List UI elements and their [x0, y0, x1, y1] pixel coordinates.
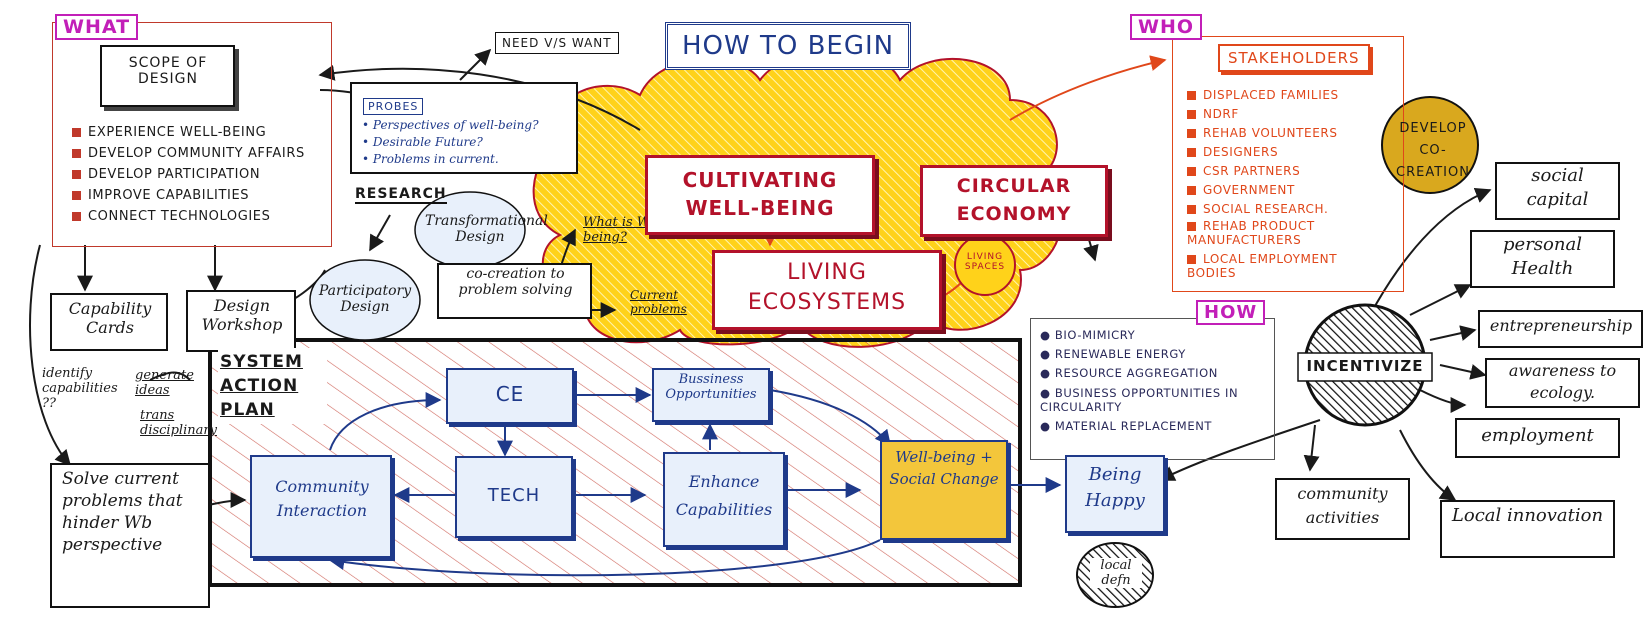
what-item: DEVELOP COMMUNITY AFFAIRS: [72, 143, 312, 164]
what-list: EXPERIENCE WELL-BEING DEVELOP COMMUNITY …: [72, 122, 312, 227]
living-ecosystems-text: LIVING ECOSYSTEMS: [747, 260, 907, 315]
who-tag: WHO: [1130, 14, 1203, 40]
awareness-text: awareness to ecology.: [1508, 361, 1617, 402]
how-list: ● BIO-MIMICRY ● RENEWABLE ENERGY ● RESOU…: [1040, 326, 1260, 436]
probes-list: • Perspectives of well-being? • Desirabl…: [362, 117, 539, 168]
design-workshop-box: [186, 290, 296, 352]
scope-title: SCOPE OF DESIGN: [128, 55, 208, 87]
circular-economy-box: [920, 165, 1108, 237]
participatory-design-circle: [309, 259, 421, 341]
participatory-design-text: Participatory Design: [318, 283, 412, 315]
system-plan-title: SYSTEM ACTION PLAN: [218, 348, 327, 424]
transformational-design-text: Transformational Design: [425, 213, 548, 245]
identify-capabilities-text: identify capabilities ??: [42, 366, 118, 411]
employment-box: [1455, 418, 1620, 458]
personal-health-box: [1470, 230, 1615, 288]
stakeholder-item: REHAB PRODUCT MANUFACTURERS: [1187, 219, 1315, 247]
social-capital-text: social capital: [1526, 165, 1589, 210]
cultivating-text: CULTIVATING WELL-BEING: [682, 168, 838, 220]
solve-text: Solve current problems that hinder Wb pe…: [62, 469, 183, 555]
community-box: [250, 455, 392, 558]
living-spaces-text: LIVING SPACES: [964, 252, 1006, 272]
incentivize-band: [1297, 352, 1433, 382]
stakeholder-list: DISPLACED FAMILIES NDRF REHAB VOLUNTEERS…: [1187, 86, 1367, 280]
business-box: [652, 368, 770, 422]
entrepreneurship-text: entrepreneurship: [1489, 316, 1633, 335]
business-text: Bussiness Opportunities: [665, 372, 757, 402]
capability-cards-box: [50, 293, 168, 351]
generate-ideas-text: generate ideas: [135, 368, 194, 398]
stakeholders-title: STAKEHOLDERS: [1218, 44, 1370, 72]
probe-item: • Desirable Future?: [362, 135, 483, 149]
ce-text: CE: [495, 382, 525, 406]
who-panel: [1172, 36, 1404, 292]
current-problems-text: Current problems: [630, 288, 687, 316]
being-happy-box: [1065, 455, 1165, 533]
awareness-box: [1485, 358, 1640, 408]
stakeholder-item: SOCIAL RESEARCH.: [1187, 200, 1367, 219]
probe-item: • Perspectives of well-being?: [362, 118, 539, 132]
personal-health-text: personal Health: [1503, 234, 1582, 279]
capability-cards-text: Capability Cards: [68, 299, 152, 337]
how-item: ● RESOURCE AGGREGATION: [1040, 366, 1218, 380]
community-text: Community Interaction: [275, 477, 369, 520]
how-item: ● BIO-MIMICRY: [1040, 328, 1136, 342]
probes-box: [350, 82, 578, 174]
how-item: ● MATERIAL REPLACEMENT: [1040, 419, 1213, 433]
need-want-label: NEED V/S WANT: [495, 32, 619, 54]
local-innovation-box: [1440, 500, 1615, 558]
circular-economy-text: CIRCULAR ECONOMY: [956, 175, 1072, 225]
local-innovation-text: Local innovation: [1451, 505, 1604, 526]
develop-cocreation-text: DEVELOP CO-CREATION: [1396, 121, 1470, 180]
community-activities-text: community activities: [1297, 484, 1388, 527]
develop-cocreation-circle: [1381, 96, 1479, 194]
ce-box: [446, 368, 574, 424]
wellbeing-change-box: [880, 440, 1008, 540]
stakeholder-item: REHAB VOLUNTEERS: [1187, 124, 1367, 143]
transdisciplinary-text: trans disciplinary: [140, 408, 217, 438]
what-item: EXPERIENCE WELL-BEING: [72, 122, 312, 143]
cocreation-text: co-creation to problem solving: [458, 266, 573, 298]
blue-arrows: [328, 387, 1062, 577]
local-def-text: local defn: [1090, 558, 1142, 588]
stakeholder-item: CSR PARTNERS: [1187, 162, 1367, 181]
stakeholder-item: DISPLACED FAMILIES: [1187, 86, 1367, 105]
scope-box: [100, 45, 235, 107]
what-item: IMPROVE CAPABILITIES: [72, 185, 312, 206]
what-panel: [52, 22, 332, 247]
research-label: RESEARCH: [355, 186, 447, 204]
how-to-begin-title: HOW TO BEGIN: [665, 22, 912, 70]
stakeholder-item: DESIGNERS: [1187, 143, 1367, 162]
living-ecosystems-box: [712, 250, 942, 330]
probe-item: • Problems in current.: [362, 152, 499, 166]
employment-text: employment: [1481, 425, 1594, 446]
community-activities-box: [1275, 478, 1410, 540]
how-item: ● BUSINESS OPPORTUNITIES IN CIRCULARITY: [1040, 386, 1239, 414]
what-item: DEVELOP PARTICIPATION: [72, 164, 312, 185]
being-happy-text: Being Happy: [1085, 464, 1145, 511]
how-tag: HOW: [1196, 300, 1266, 325]
entrepreneurship-box: [1478, 310, 1643, 348]
incentivize-text: INCENTIVIZE: [1306, 357, 1424, 375]
stakeholder-item: NDRF: [1187, 105, 1367, 124]
wellbeing-change-text: Well-being + Social Change: [889, 448, 999, 488]
social-capital-box: [1495, 162, 1620, 220]
tech-text: TECH: [487, 485, 541, 506]
stakeholder-item: LOCAL EMPLOYMENT BODIES: [1187, 252, 1338, 280]
what-item: CONNECT TECHNOLOGIES: [72, 206, 312, 227]
design-workshop-text: Design Workshop: [201, 296, 283, 334]
enhance-text: Enhance Capabilities: [675, 472, 773, 519]
cultivating-box: [645, 155, 875, 235]
tech-box: [455, 456, 573, 538]
cocreation-box: [437, 263, 592, 319]
stakeholder-item: GOVERNMENT: [1187, 181, 1367, 200]
probes-title: PROBES: [363, 98, 424, 115]
what-tag: WHAT: [55, 14, 139, 40]
solve-box: [50, 463, 210, 608]
how-item: ● RENEWABLE ENERGY: [1040, 347, 1186, 361]
enhance-box: [663, 452, 785, 547]
